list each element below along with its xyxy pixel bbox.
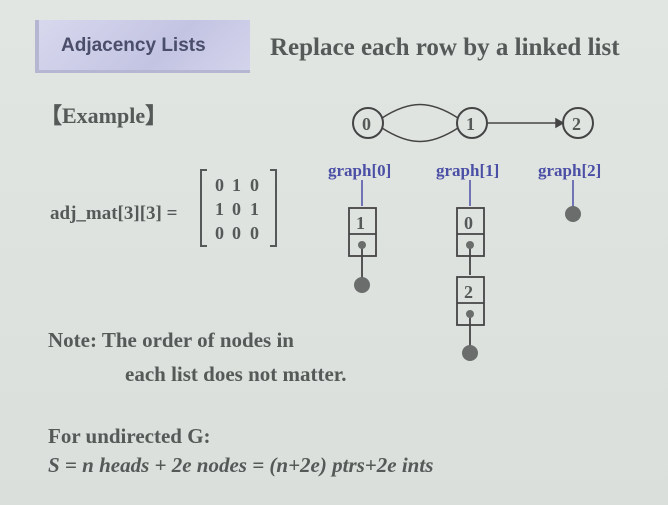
matrix-cell: 0 (250, 175, 259, 195)
graph-edges (381, 103, 565, 143)
undirected-heading: For undirected G: (48, 424, 211, 448)
graph-nodes (352, 107, 594, 139)
diagram-mark (381, 127, 459, 143)
matrix-brackets (200, 169, 277, 247)
matrix-cell: 1 (232, 175, 241, 195)
section-tag-label: Adjacency Lists (61, 35, 206, 56)
matrix-cell: 0 (232, 223, 241, 243)
null-icon (462, 345, 478, 361)
null-icon (354, 277, 370, 293)
space-formula: S = n heads + 2e nodes = (n+2e) ptrs+2e … (48, 453, 434, 477)
section-tag: Adjacency Lists (35, 20, 250, 73)
matrix-cell: 0 (232, 199, 241, 219)
list-nodes (348, 207, 485, 347)
example-label: 【Example】 (40, 103, 168, 128)
matrix-cell: 0 (215, 223, 224, 243)
matrix-cell: 1 (215, 199, 224, 219)
diagram-mark (555, 117, 565, 129)
list-node-value: 0 (464, 213, 473, 233)
diagram-mark (270, 169, 277, 247)
graph-node (456, 107, 488, 139)
matrix-cell: 0 (250, 223, 259, 243)
diagram-mark (200, 169, 207, 247)
head-label: graph[1] (436, 161, 499, 180)
diagram-mark (358, 241, 366, 249)
diagram-mark (381, 103, 459, 119)
null-pointers (354, 206, 581, 361)
node-label: 0 (362, 114, 371, 134)
matrix-cell: 0 (215, 175, 224, 195)
matrix-label: adj_mat[3][3] = (50, 203, 178, 224)
node-label: 1 (466, 114, 475, 134)
head-label: graph[0] (328, 161, 391, 180)
graph-node (562, 107, 594, 139)
list-node-value: 2 (464, 282, 473, 302)
head-label: graph[2] (538, 161, 601, 180)
note-line2: each list does not matter. (125, 362, 347, 386)
note-line1: Note: The order of nodes in (48, 328, 294, 352)
list-node-value: 1 (356, 213, 365, 233)
diagram-mark (466, 310, 474, 318)
head-pointers (361, 180, 574, 208)
null-icon (565, 206, 581, 222)
matrix-cells: 0 1 0 1 0 1 0 0 0 (215, 175, 259, 243)
slide-title: Replace each row by a linked list (270, 34, 620, 61)
graph-node (352, 107, 384, 139)
node-label: 2 (572, 114, 581, 134)
diagram-mark (466, 241, 474, 249)
matrix-cell: 1 (250, 199, 259, 219)
